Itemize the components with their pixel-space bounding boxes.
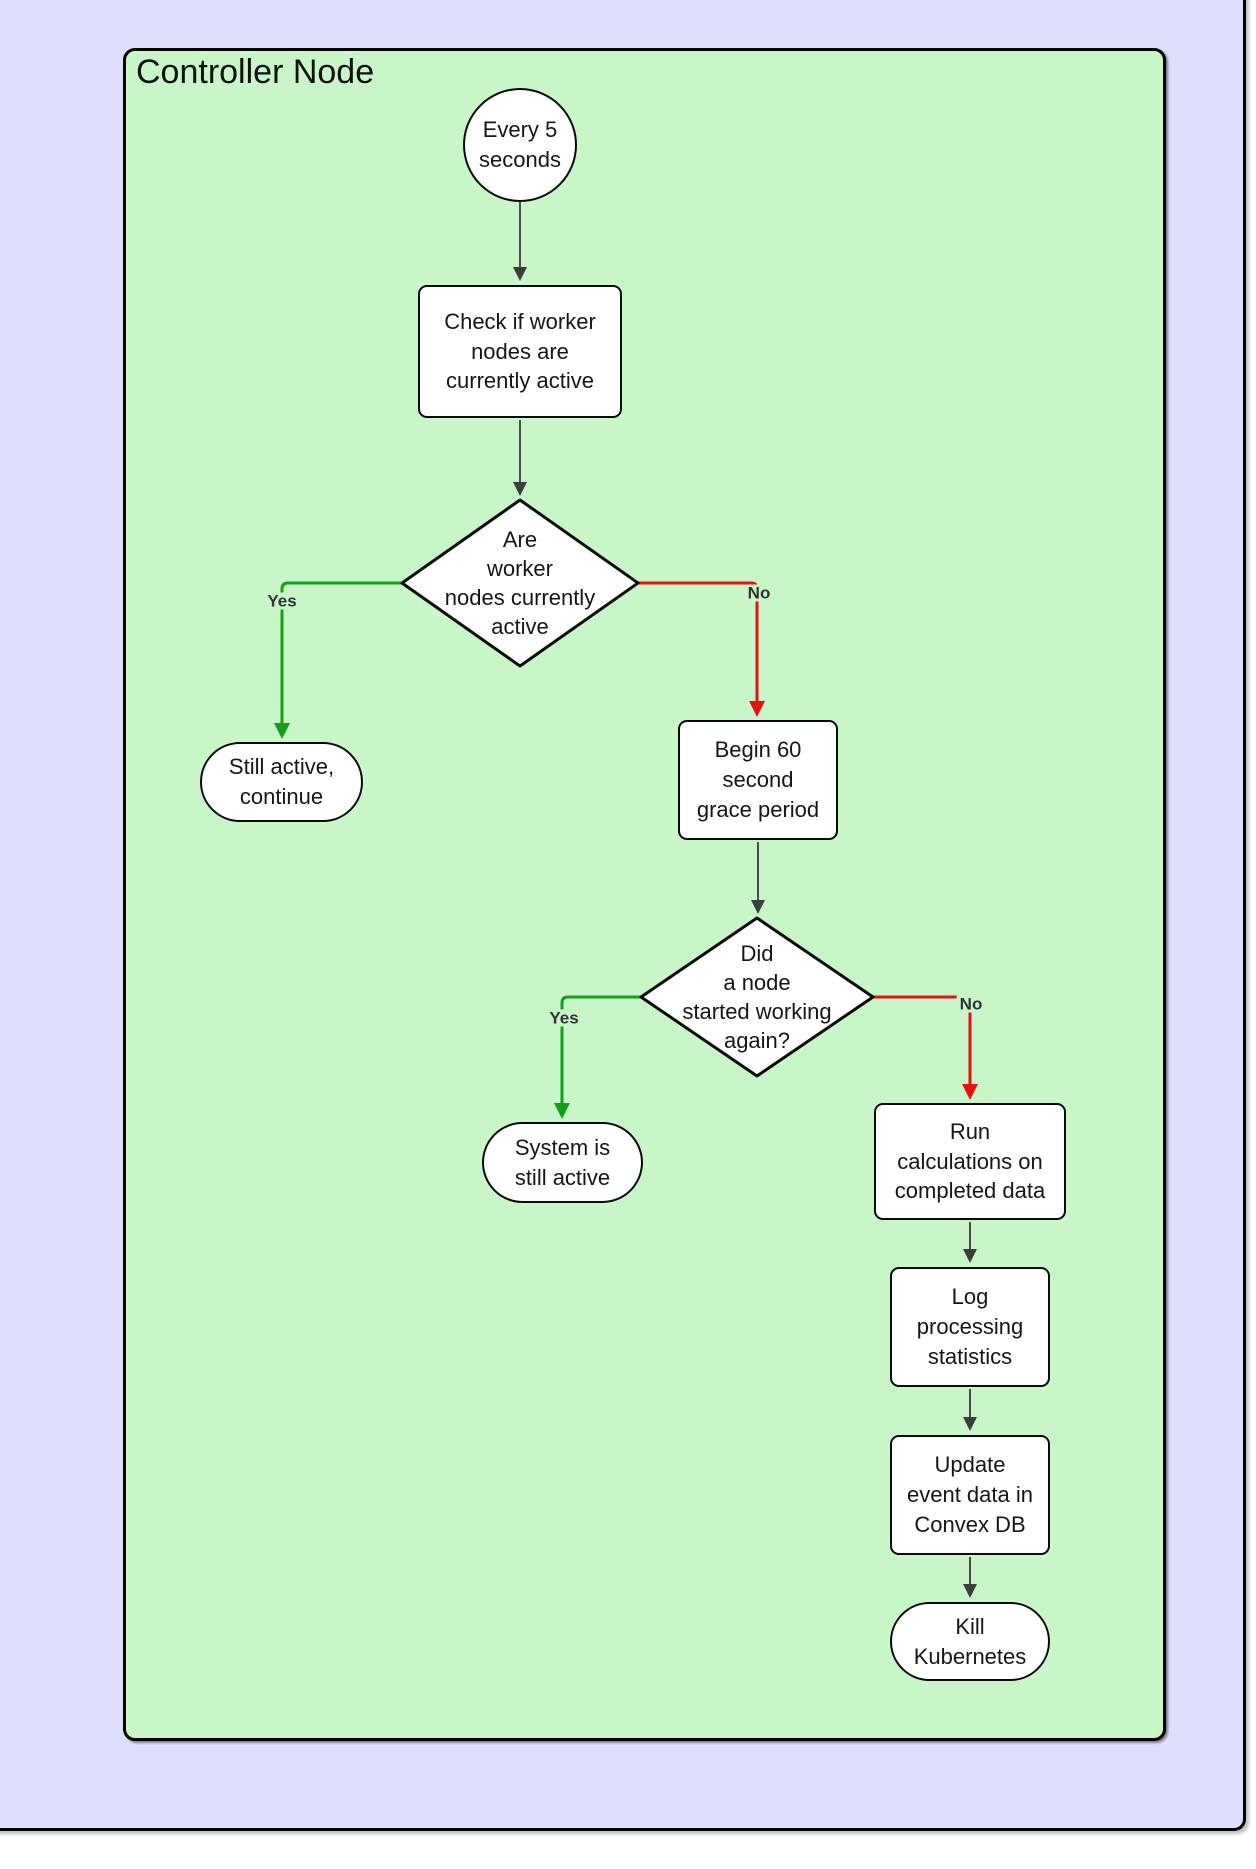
decision-worker-nodes-active-label: Are worker nodes currently active: [444, 526, 596, 640]
decision-node-working-again-shape: [639, 916, 875, 1078]
edge-decision2-no: [871, 995, 978, 1100]
edge-label-yes-1: Yes: [264, 592, 300, 610]
node-run-calculations: Run calculations on completed data: [874, 1103, 1066, 1220]
node-system-still-active: System is still active: [482, 1122, 643, 1203]
node-update-convex-db: Update event data in Convex DB: [890, 1435, 1050, 1555]
node-log-statistics: Log processing statistics: [890, 1267, 1050, 1387]
node-every-5-seconds: Every 5 seconds: [463, 88, 577, 202]
edge-decision2-yes: [554, 995, 641, 1119]
node-begin-grace-period: Begin 60 second grace period: [678, 720, 838, 840]
decision-worker-nodes-active-shape: [400, 498, 640, 668]
edge-decision1-yes: [274, 581, 403, 739]
edge-label-no-2: No: [956, 995, 986, 1013]
edge-label-yes-2: Yes: [546, 1009, 582, 1027]
edge-label-no-1: No: [744, 584, 774, 602]
subgraph-title: Controller Node: [136, 53, 375, 91]
node-check-worker-nodes: Check if worker nodes are currently acti…: [418, 285, 622, 418]
node-still-active-continue: Still active, continue: [200, 742, 363, 822]
node-kill-kubernetes: Kill Kubernetes: [890, 1602, 1050, 1681]
edge-decision1-no: [637, 581, 765, 717]
decision-node-working-again-label: Did a node started working again?: [682, 940, 832, 1054]
